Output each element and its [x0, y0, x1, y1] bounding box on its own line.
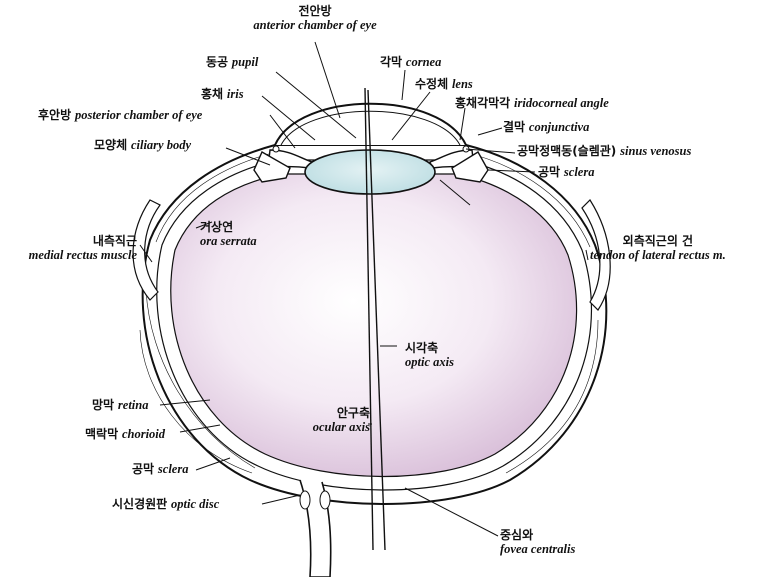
sinus-venosus-ko: 공막정맥동(슬렘관)	[517, 144, 617, 158]
optic-axis-line	[367, 89, 386, 551]
posterior-chamber-en: posterior chamber of eye	[74, 108, 203, 122]
label-ciliary-body: 모양체 ciliary body	[94, 138, 191, 152]
anterior-chamber-ko: 전안방	[298, 4, 332, 18]
label-iridocorneal-angle: 홍채각막각 iridocorneal angle	[455, 96, 609, 110]
posterior-chamber-ko: 후안방	[38, 108, 72, 122]
sclera-upper-en: sclera	[563, 165, 595, 179]
medial-rectus-en: medial rectus muscle	[28, 248, 137, 262]
ocular-axis-en: ocular axis	[312, 420, 370, 434]
label-anterior-chamber: 전안방 anterior chamber of eye	[230, 4, 400, 32]
label-pupil: 동공 pupil	[206, 55, 258, 69]
retina-en: retina	[117, 398, 149, 412]
optic-axis-en: optic axis	[405, 355, 454, 369]
label-posterior-chamber: 후안방 posterior chamber of eye	[38, 108, 202, 122]
optic-disc-en: optic disc	[171, 497, 220, 511]
ciliary-body-ko: 모양체	[94, 138, 128, 152]
label-iris: 홍채 iris	[201, 87, 244, 101]
cornea-ko: 각막	[380, 55, 403, 69]
chorioid-en: chorioid	[121, 427, 166, 441]
ciliary-body-right	[451, 151, 489, 183]
label-ocular-axis: 안구축 ocular axis	[270, 406, 370, 434]
lens-ko: 수정체	[415, 77, 449, 91]
label-conjunctiva: 결막 conjunctiva	[503, 120, 589, 134]
sclera-upper-ko: 공막	[538, 165, 561, 179]
label-cornea: 각막 cornea	[380, 55, 441, 69]
optic-disc-ko: 시신경원판	[112, 497, 168, 511]
chorioid-ko: 맥락막	[85, 427, 119, 441]
lateral-rectus-en: tendon of lateral rectus m.	[590, 248, 726, 262]
iridocorneal-angle-en: iridocorneal angle	[514, 96, 609, 110]
leader-lines	[139, 41, 589, 537]
sinus-venosus-en: sinus venosus	[620, 144, 692, 158]
label-fovea: 중심와 fovea centralis	[500, 528, 575, 556]
ora-serrata-en: ora serrata	[200, 234, 257, 248]
label-optic-disc: 시신경원판 optic disc	[112, 497, 219, 511]
fovea-en: fovea centralis	[500, 542, 576, 556]
label-sclera-lower: 공막 sclera	[132, 462, 188, 476]
lens-en: lens	[451, 77, 473, 91]
optic-axis-ko: 시각축	[405, 341, 439, 355]
ocular-axis-ko: 안구축	[336, 406, 370, 420]
sclera-lower-en: sclera	[157, 462, 189, 476]
label-retina: 망막 retina	[92, 398, 148, 412]
anterior-chamber-en: anterior chamber of eye	[253, 18, 377, 32]
pupil-ko: 동공	[206, 55, 229, 69]
label-lens: 수정체 lens	[415, 77, 473, 91]
label-optic-axis: 시각축 optic axis	[405, 341, 454, 369]
iridocorneal-angle-ko: 홍채각막각	[455, 96, 511, 110]
ocular-axis-line	[364, 87, 374, 551]
retina-ko: 망막	[92, 398, 115, 412]
medial-rectus-muscle	[132, 199, 161, 301]
label-sclera-upper: 공막 sclera	[538, 165, 594, 179]
conjunctiva-ko: 결막	[503, 120, 526, 134]
label-medial-rectus: 내측직근 medial rectus muscle	[2, 234, 137, 262]
ora-serrata-ko: 거상연	[200, 220, 234, 234]
cornea-shape	[274, 102, 467, 146]
ciliary-body-en: ciliary body	[130, 138, 192, 152]
medial-rectus-ko: 내측직근	[92, 234, 137, 248]
fovea-ko: 중심와	[500, 528, 534, 542]
conjunctiva-en: conjunctiva	[528, 120, 590, 134]
lateral-rectus-ko: 외측직근의 건	[622, 234, 694, 248]
label-ora-serrata: 거상연 ora serrata	[200, 220, 257, 248]
cornea-en: cornea	[405, 55, 442, 69]
ciliary-body-left	[253, 151, 291, 183]
label-lateral-rectus: 외측직근의 건 tendon of lateral rectus m.	[590, 234, 726, 262]
label-sinus-venosus: 공막정맥동(슬렘관) sinus venosus	[517, 144, 691, 158]
sclera-lower-ko: 공막	[132, 462, 155, 476]
iris-ko: 홍채	[201, 87, 224, 101]
pupil-en: pupil	[231, 55, 259, 69]
lateral-rectus-tendon	[581, 199, 611, 311]
iris-en: iris	[226, 87, 244, 101]
label-chorioid: 맥락막 chorioid	[85, 427, 165, 441]
